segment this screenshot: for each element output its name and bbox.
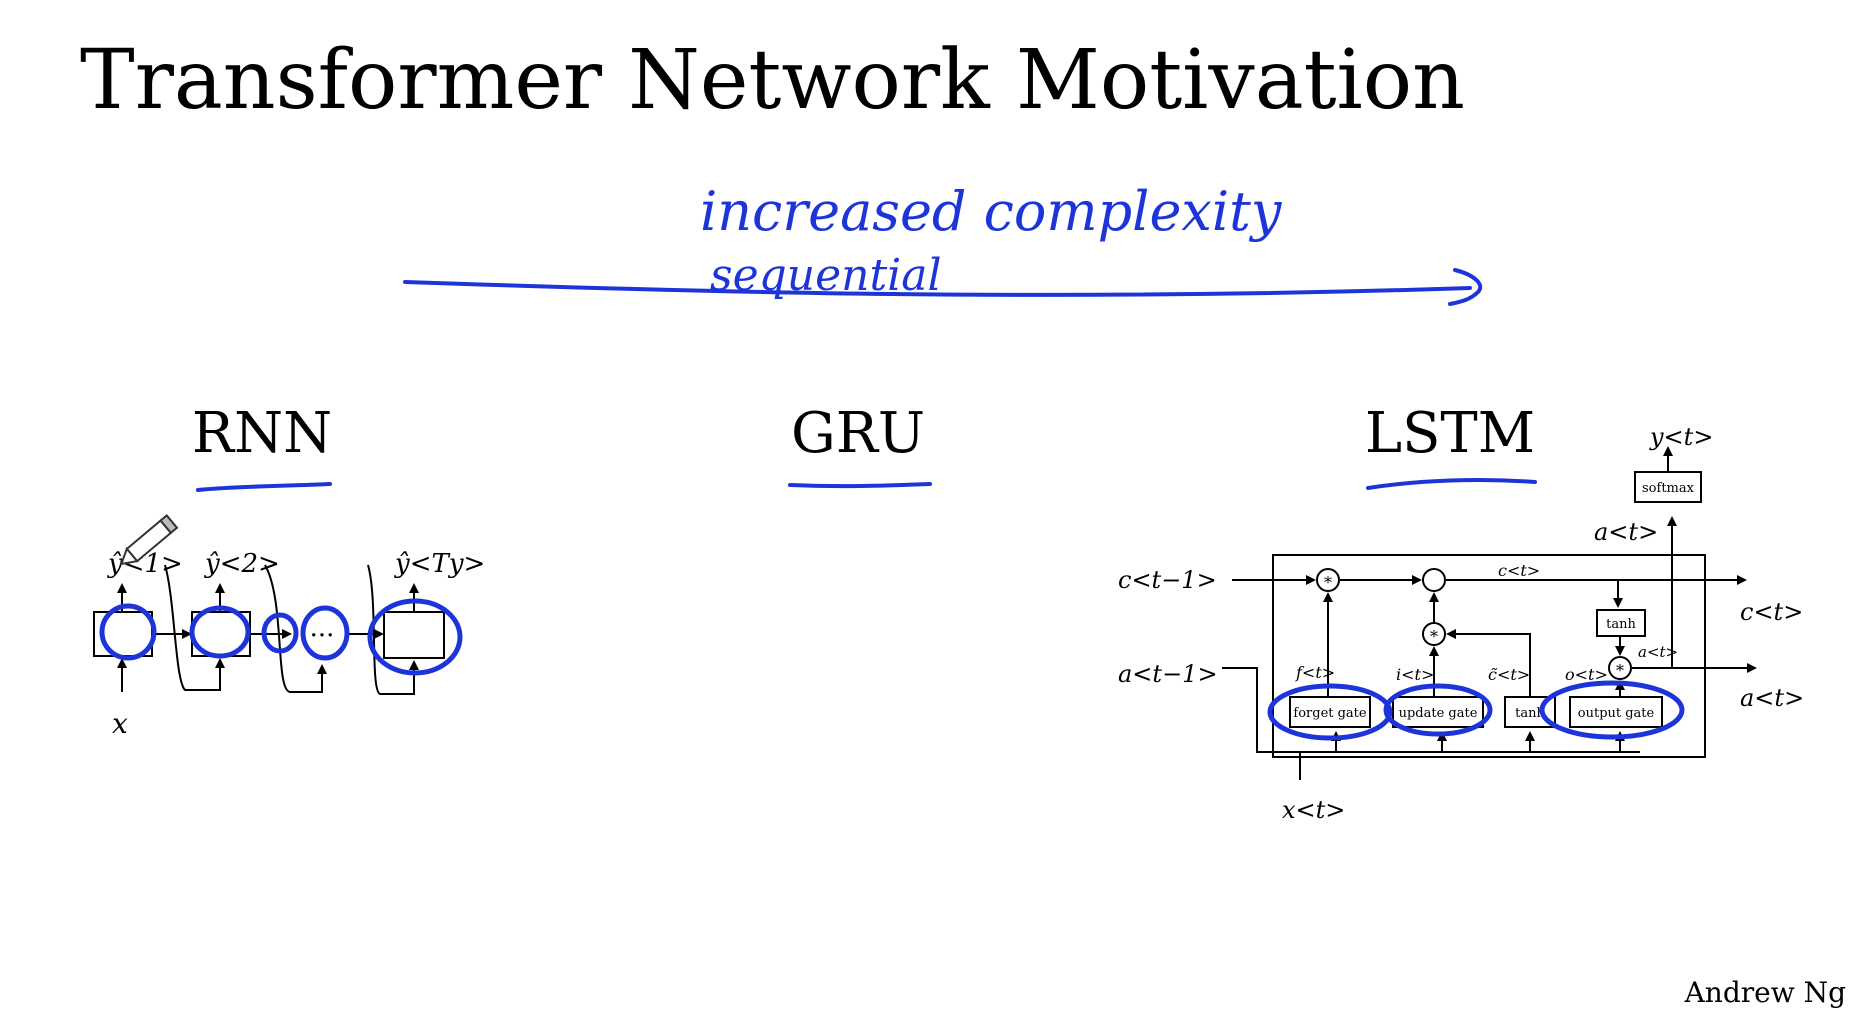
- input-multiply: [1422, 622, 1446, 646]
- add-node: [1422, 568, 1446, 592]
- output-gate-label: output gate: [1578, 706, 1655, 721]
- forget-gate-box: [1289, 696, 1371, 728]
- rnn-ellipsis: ···: [310, 621, 335, 651]
- complexity-arrow-line: [403, 280, 1472, 297]
- lstm-diagram: [1222, 446, 1757, 780]
- pencil-cursor-icon: [119, 514, 179, 566]
- lstm-c-tilde: c̃<t>: [1488, 665, 1530, 684]
- output-gate-box: [1569, 696, 1663, 728]
- label-lstm: LSTM: [1365, 401, 1535, 466]
- tanh-gate-label: tanh: [1515, 706, 1545, 721]
- underline-lstm: [1366, 478, 1537, 490]
- rnn-diagram: [93, 564, 445, 695]
- lstm-c-inner: c<t>: [1498, 561, 1540, 580]
- update-gate-box: [1392, 696, 1484, 728]
- tanh-box-label: tanh: [1606, 617, 1636, 632]
- underline-rnn: [196, 482, 332, 492]
- forget-multiply-label: *: [1324, 573, 1332, 592]
- handwritten-annotation: increased complexity sequential: [403, 180, 1483, 306]
- lstm-i: i<t>: [1396, 665, 1434, 684]
- note-increased-complexity: increased complexity: [700, 180, 1283, 243]
- rnn-output-2: ŷ<2>: [204, 549, 280, 579]
- lstm-c-next: c<t>: [1740, 598, 1803, 626]
- forget-multiply: [1316, 568, 1340, 592]
- underline-gru: [788, 482, 932, 489]
- slide-title: Transformer Network Motivation: [80, 33, 1465, 128]
- lstm-x-in: x<t>: [1282, 796, 1345, 824]
- lstm-ink-circles: [1267, 680, 1685, 741]
- input-multiply-label: *: [1430, 627, 1438, 646]
- lstm-a-next: a<t>: [1740, 684, 1804, 712]
- author-credit: Andrew Ng: [1684, 976, 1847, 1009]
- label-gru: GRU: [791, 401, 925, 466]
- lstm-c-prev: c<t−1>: [1118, 566, 1217, 594]
- rnn-input-x: x: [112, 707, 128, 740]
- label-rnn: RNN: [192, 401, 332, 466]
- output-multiply: [1608, 656, 1632, 680]
- softmax-label: softmax: [1642, 481, 1695, 496]
- lstm-o: o<t>: [1565, 665, 1608, 684]
- lstm-a-inner: a<t>: [1638, 643, 1678, 661]
- lstm-f: f<t>: [1295, 663, 1335, 682]
- lstm-a-prev: a<t−1>: [1118, 660, 1218, 688]
- forget-gate-label: forget gate: [1293, 706, 1367, 721]
- rnn-output-ty: ŷ<Ty>: [394, 549, 485, 579]
- lstm-cell-frame: [1272, 554, 1706, 758]
- output-multiply-label: *: [1616, 661, 1624, 680]
- complexity-arrow-head: [1448, 268, 1483, 306]
- lstm-output-y: y<t>: [1649, 423, 1713, 451]
- rnn-cell-3: [383, 611, 445, 659]
- lstm-a-top: a<t>: [1594, 518, 1658, 546]
- update-gate-label: update gate: [1399, 706, 1478, 721]
- rnn-ink-circles: [99, 598, 463, 676]
